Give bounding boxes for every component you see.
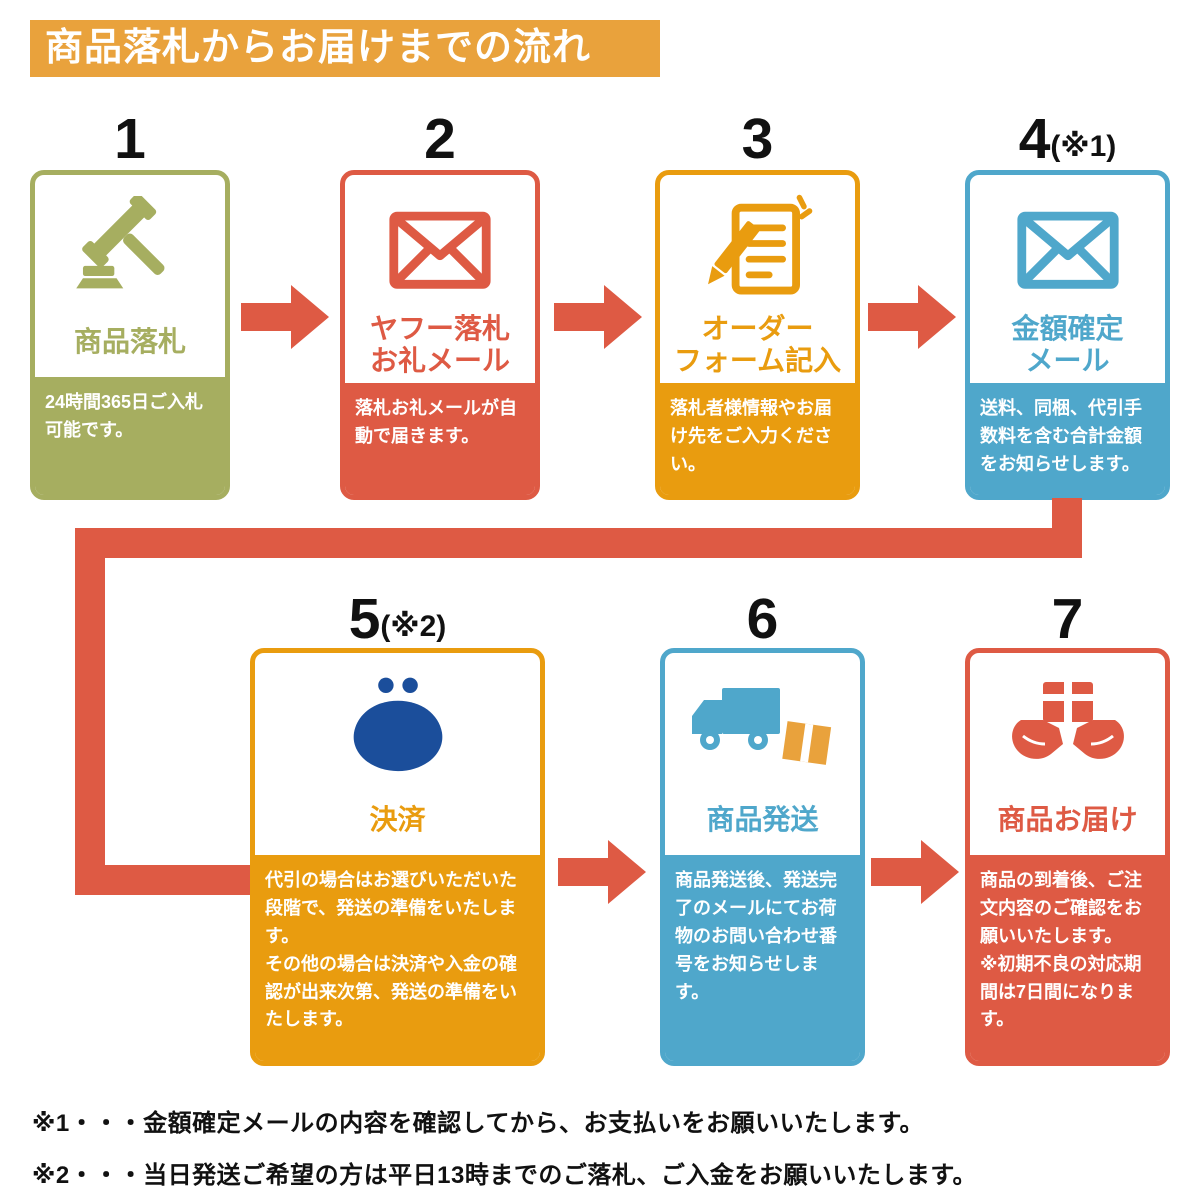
step-description: 代引の場合はお選びいただいた段階で、発送の準備をいたします。 その他の場合は決済… — [255, 855, 540, 1061]
step-description: 落札お礼メールが自動で届きます。 — [345, 383, 535, 495]
step-number-7: 7 — [965, 584, 1170, 651]
flow-connector-segment — [75, 528, 1082, 558]
step-number-note: (※1) — [1050, 130, 1117, 163]
delivery-hands-icon — [970, 653, 1165, 791]
step-number-6: 6 — [660, 584, 865, 651]
step-number-1: 1 — [30, 104, 230, 171]
step-label: 商品落札 — [73, 325, 186, 357]
step-number-4: 4(※1) — [965, 104, 1170, 171]
step-number-value: 6 — [746, 586, 779, 651]
step-label: 金額確定 メール — [1011, 313, 1124, 377]
gavel-icon — [35, 175, 225, 313]
step-card-3: オーダー フォーム記入 落札者様情報やお届け先をご入力ください。 — [655, 170, 860, 500]
mail-icon — [345, 175, 535, 313]
step-number-2: 2 — [340, 104, 540, 171]
step-number-value: 1 — [114, 106, 146, 171]
flow-connector-segment — [75, 528, 105, 895]
footnote-1: ※1・・・金額確定メールの内容を確認してから、お支払いをお願いいたします。 — [32, 1110, 925, 1137]
step-description: 商品発送後、発送完了のメールにてお荷物のお問い合わせ番号をお知らせします。 — [665, 855, 860, 1061]
step-card-4: 金額確定 メール 送料、同梱、代引手数料を含む合計金額をお知らせします。 — [965, 170, 1170, 500]
flow-arrow-right — [554, 285, 642, 349]
step-label: 商品お届け — [997, 803, 1138, 835]
step-label: 商品発送 — [706, 803, 819, 835]
page-title: 商品落札からお届けまでの流れ — [30, 20, 660, 77]
flow-arrow-right — [871, 840, 959, 904]
step-label: オーダー フォーム記入 — [673, 313, 842, 377]
step-description: 送料、同梱、代引手数料を含む合計金額をお知らせします。 — [970, 383, 1165, 495]
flow-arrow-right — [241, 285, 329, 349]
step-description: 24時間365日ご入札可能です。 — [35, 377, 225, 495]
mail-icon — [970, 175, 1165, 313]
step-card-6: 商品発送 商品発送後、発送完了のメールにてお荷物のお問い合わせ番号をお知らせしま… — [660, 648, 865, 1066]
purse-icon — [255, 653, 540, 791]
flow-connector-segment — [75, 865, 255, 895]
step-description: 落札者様情報やお届け先をご入力ください。 — [660, 383, 855, 495]
step-number-value: 3 — [741, 106, 774, 171]
step-number-value: 7 — [1051, 586, 1084, 651]
footnote-2: ※2・・・当日発送ご希望の方は平日13時までのご落札、ご入金をお願いいたします。 — [32, 1162, 977, 1189]
step-label: ヤフー落札 お礼メール — [369, 313, 510, 377]
flow-arrow-right — [868, 285, 956, 349]
box-icon — [781, 721, 831, 765]
step-number-value: 2 — [424, 106, 456, 171]
step-card-2: ヤフー落札 お礼メール 落札お礼メールが自動で届きます。 — [340, 170, 540, 500]
step-number-value: 5 — [348, 586, 381, 651]
step-card-7: 商品お届け 商品の到着後、ご注文内容のご確認をお願いいたします。 ※初期不良の対… — [965, 648, 1170, 1066]
step-number-5: 5(※2) — [250, 584, 545, 651]
flow-arrow-right — [558, 840, 646, 904]
step-number-value: 4 — [1018, 106, 1051, 171]
step-number-3: 3 — [655, 104, 860, 171]
step-card-1: 商品落札 24時間365日ご入札可能です。 — [30, 170, 230, 500]
step-card-5: 決済 代引の場合はお選びいただいた段階で、発送の準備をいたします。 その他の場合… — [250, 648, 545, 1066]
truck-icon — [665, 653, 860, 791]
step-label: 決済 — [369, 803, 426, 835]
step-number-note: (※2) — [380, 610, 447, 643]
order-form-icon — [660, 175, 855, 313]
step-description: 商品の到着後、ご注文内容のご確認をお願いいたします。 ※初期不良の対応期間は7日… — [970, 855, 1165, 1061]
